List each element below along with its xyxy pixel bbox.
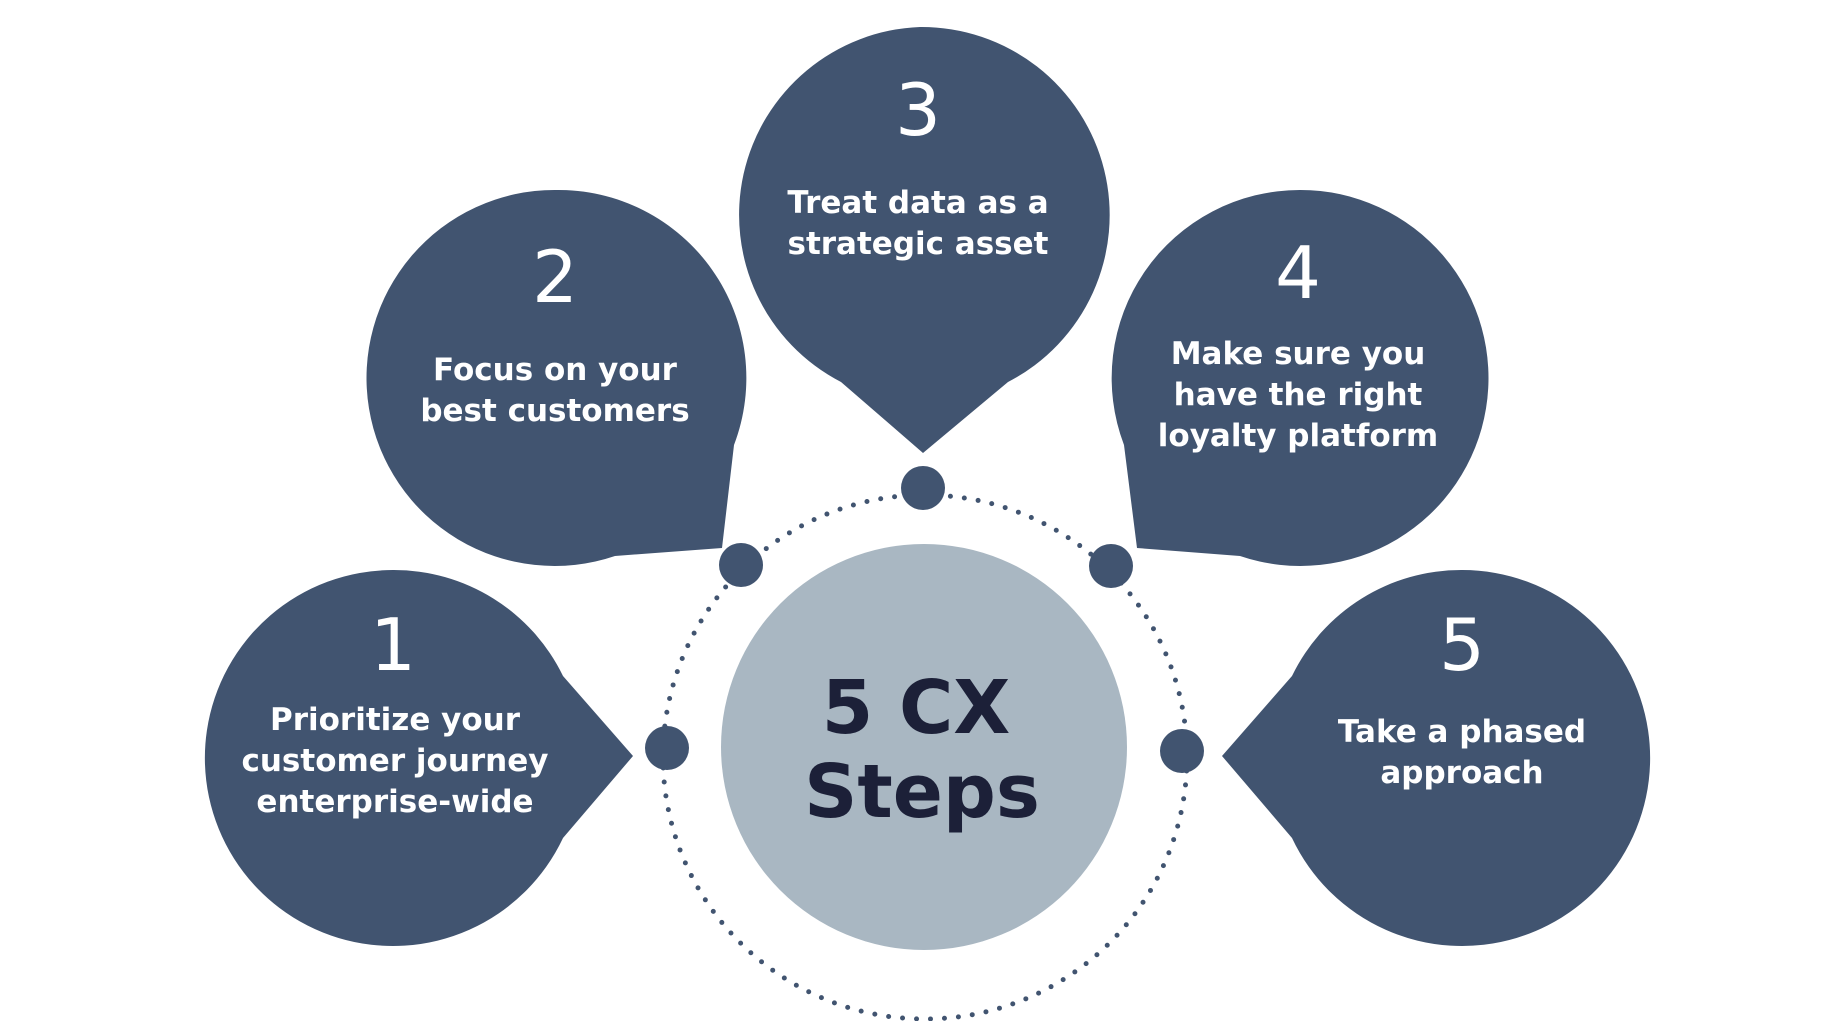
step-5-line-1: Take a phased [1338,714,1586,750]
step-3-line-2: strategic asset [788,226,1049,262]
center-title-circle: 5 CX Steps [721,544,1127,950]
step-2-bubble: 2 Focus on your best customers [366,189,747,566]
step-3-line-1: Treat data as a [787,185,1048,221]
step-3-number: 3 [895,68,941,152]
step-5-bubble: 5 Take a phased approach [1222,569,1651,946]
connector-dot-3 [901,466,945,510]
step-1-line-2: customer journey [241,743,548,779]
step-1-shape [204,569,633,946]
step-3-bubble: 3 Treat data as a strategic asset [739,26,1110,454]
step-1-line-1: Prioritize your [270,702,521,738]
step-2-number: 2 [532,235,578,319]
step-5-number: 5 [1439,603,1485,687]
step-5-shape [1222,569,1651,946]
connector-dot-2 [719,543,763,587]
center-title-line-2: Steps [804,749,1040,835]
connector-dot-1 [645,726,689,770]
step-4-number: 4 [1275,231,1321,315]
step-1-number: 1 [370,603,416,687]
step-2-line-2: best customers [420,393,689,429]
step-5-line-2: approach [1380,755,1543,791]
step-2-line-1: Focus on your [433,352,678,388]
step-1-line-3: enterprise-wide [256,784,533,820]
step-4-line-1: Make sure you [1171,336,1426,372]
step-2-shape [366,189,747,566]
step-4-shape [1111,189,1489,566]
step-4-line-2: have the right [1174,377,1423,413]
center-title-line-1: 5 CX [822,665,1011,751]
connector-dot-4 [1089,544,1133,588]
step-4-bubble: 4 Make sure you have the right loyalty p… [1111,189,1489,566]
center-circle-shape [721,544,1127,950]
step-3-shape [739,26,1110,454]
step-1-bubble: 1 Prioritize your customer journey enter… [204,569,633,946]
connector-dot-5 [1160,729,1204,773]
step-4-line-3: loyalty platform [1158,418,1438,454]
